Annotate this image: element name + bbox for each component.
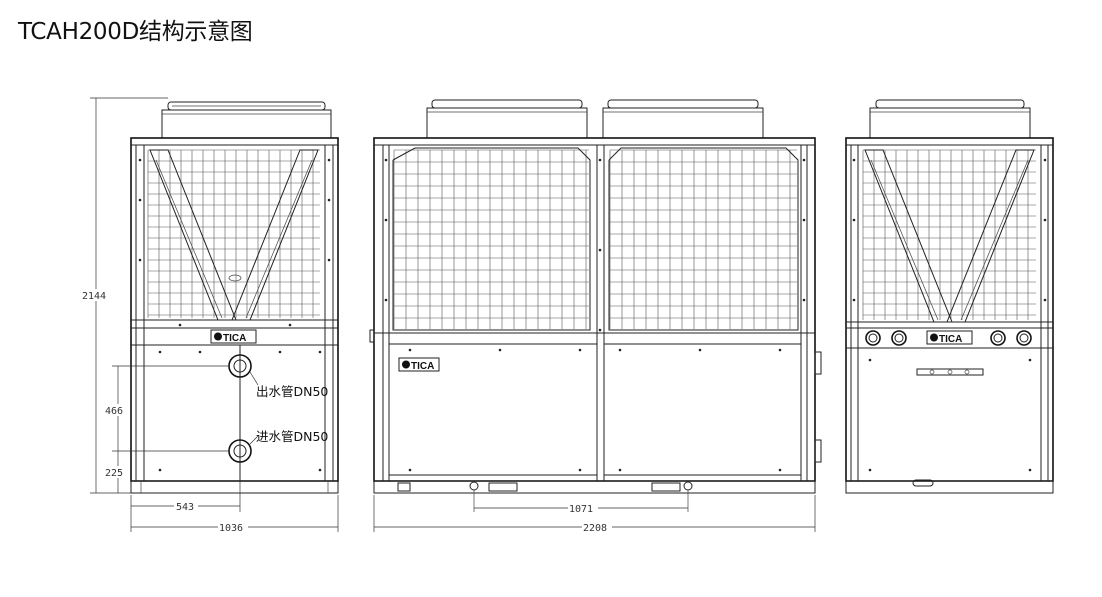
dim-height-total: 2144 <box>82 291 106 302</box>
dim-foot-spacing: 1071 <box>569 504 593 515</box>
brand-logo-left: TICA <box>223 333 246 344</box>
outlet-pipe-label: 出水管DN50 <box>256 384 328 399</box>
front-view: TICA <box>369 99 822 512</box>
page-title: TCAH200D结构示意图 <box>18 19 253 45</box>
inlet-pipe-label: 进水管DN50 <box>256 429 328 444</box>
brand-logo-right: TICA <box>939 334 962 345</box>
dimension-lines: 2144 466 225 543 1036 1071 2208 <box>80 97 816 534</box>
dim-inlet-height: 225 <box>105 468 123 479</box>
side-view-pipes: TICA <box>130 101 339 494</box>
dim-length-front: 2208 <box>583 523 607 534</box>
dim-width-side: 1036 <box>219 523 243 534</box>
dim-pipe-offset: 543 <box>176 502 194 513</box>
side-view-controls: TICA <box>845 99 1054 494</box>
dim-outlet-height: 466 <box>105 406 123 417</box>
brand-logo-front: TICA <box>411 361 434 372</box>
